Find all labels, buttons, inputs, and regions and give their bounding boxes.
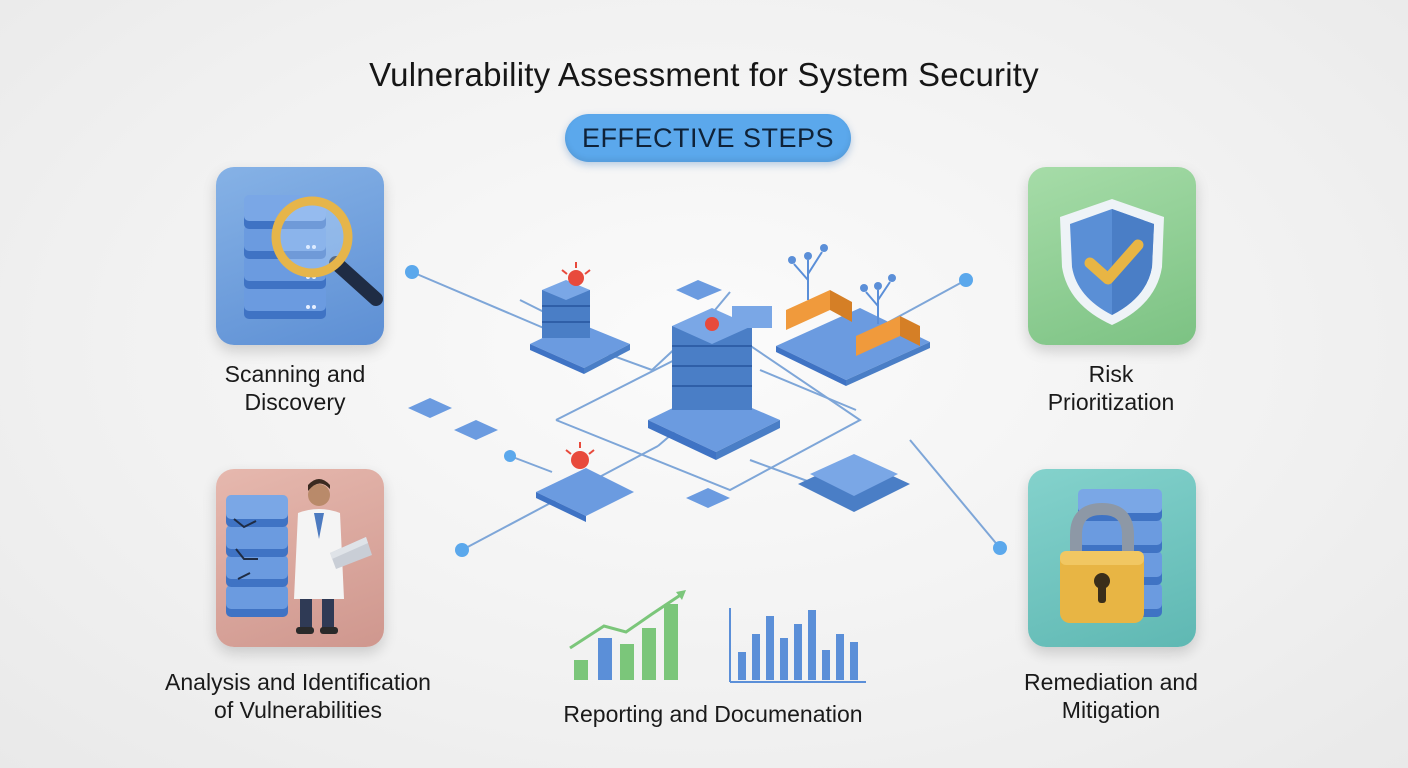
effective-steps-badge: EFFECTIVE STEPS	[565, 114, 851, 162]
remediation-label-line1: Remediation and	[1024, 669, 1198, 695]
scanning-tile	[216, 167, 384, 345]
scanning-label-line1: Scanning and	[224, 361, 366, 387]
scanning-label: Scanning and Discovery	[180, 360, 410, 416]
effective-steps-label: EFFECTIVE STEPS	[581, 122, 835, 153]
node-dot	[993, 541, 1007, 555]
risk-label-line2: Prioritization	[1047, 389, 1175, 415]
analyst-server-icon	[226, 479, 372, 634]
server-with-alert-icon	[530, 262, 630, 374]
risk-label-line1: Risk	[1088, 361, 1134, 387]
risk-tile	[1028, 167, 1196, 345]
shield-check-icon	[1060, 199, 1164, 325]
analysis-label-line1: Analysis and Identification	[165, 669, 431, 695]
reporting-label: Reporting and Documenation	[540, 700, 886, 728]
bar-charts-icon	[569, 590, 866, 683]
central-server-icon	[648, 306, 780, 460]
network-diagram	[405, 244, 1007, 557]
analysis-tile	[216, 469, 384, 647]
remediation-tile	[1028, 469, 1196, 647]
scanning-label-line2: Discovery	[244, 389, 346, 415]
growth-chart	[569, 590, 686, 680]
node-dot	[405, 265, 419, 279]
remediation-label: Remediation and Mitigation	[996, 668, 1226, 724]
padlock-server-icon	[1060, 489, 1162, 623]
firewall-icon	[776, 244, 930, 386]
remediation-label-line2: Mitigation	[1061, 697, 1161, 723]
node-dot	[455, 543, 469, 557]
alert-node-icon	[536, 442, 634, 522]
switch-icon	[798, 454, 910, 512]
node-dot	[959, 273, 973, 287]
analysis-label-line2: of Vulnerabilities	[214, 697, 382, 723]
column-chart	[729, 608, 866, 683]
node-dot	[504, 450, 516, 462]
reporting-label-line1: Reporting and Documenation	[563, 701, 863, 727]
page-title: Vulnerability Assessment for System Secu…	[369, 56, 1039, 93]
tag-icon	[408, 280, 730, 508]
magnifier-server-icon	[244, 195, 383, 319]
risk-label: Risk Prioritization	[996, 360, 1226, 416]
analysis-label: Analysis and Identification of Vulnerabi…	[140, 668, 456, 724]
